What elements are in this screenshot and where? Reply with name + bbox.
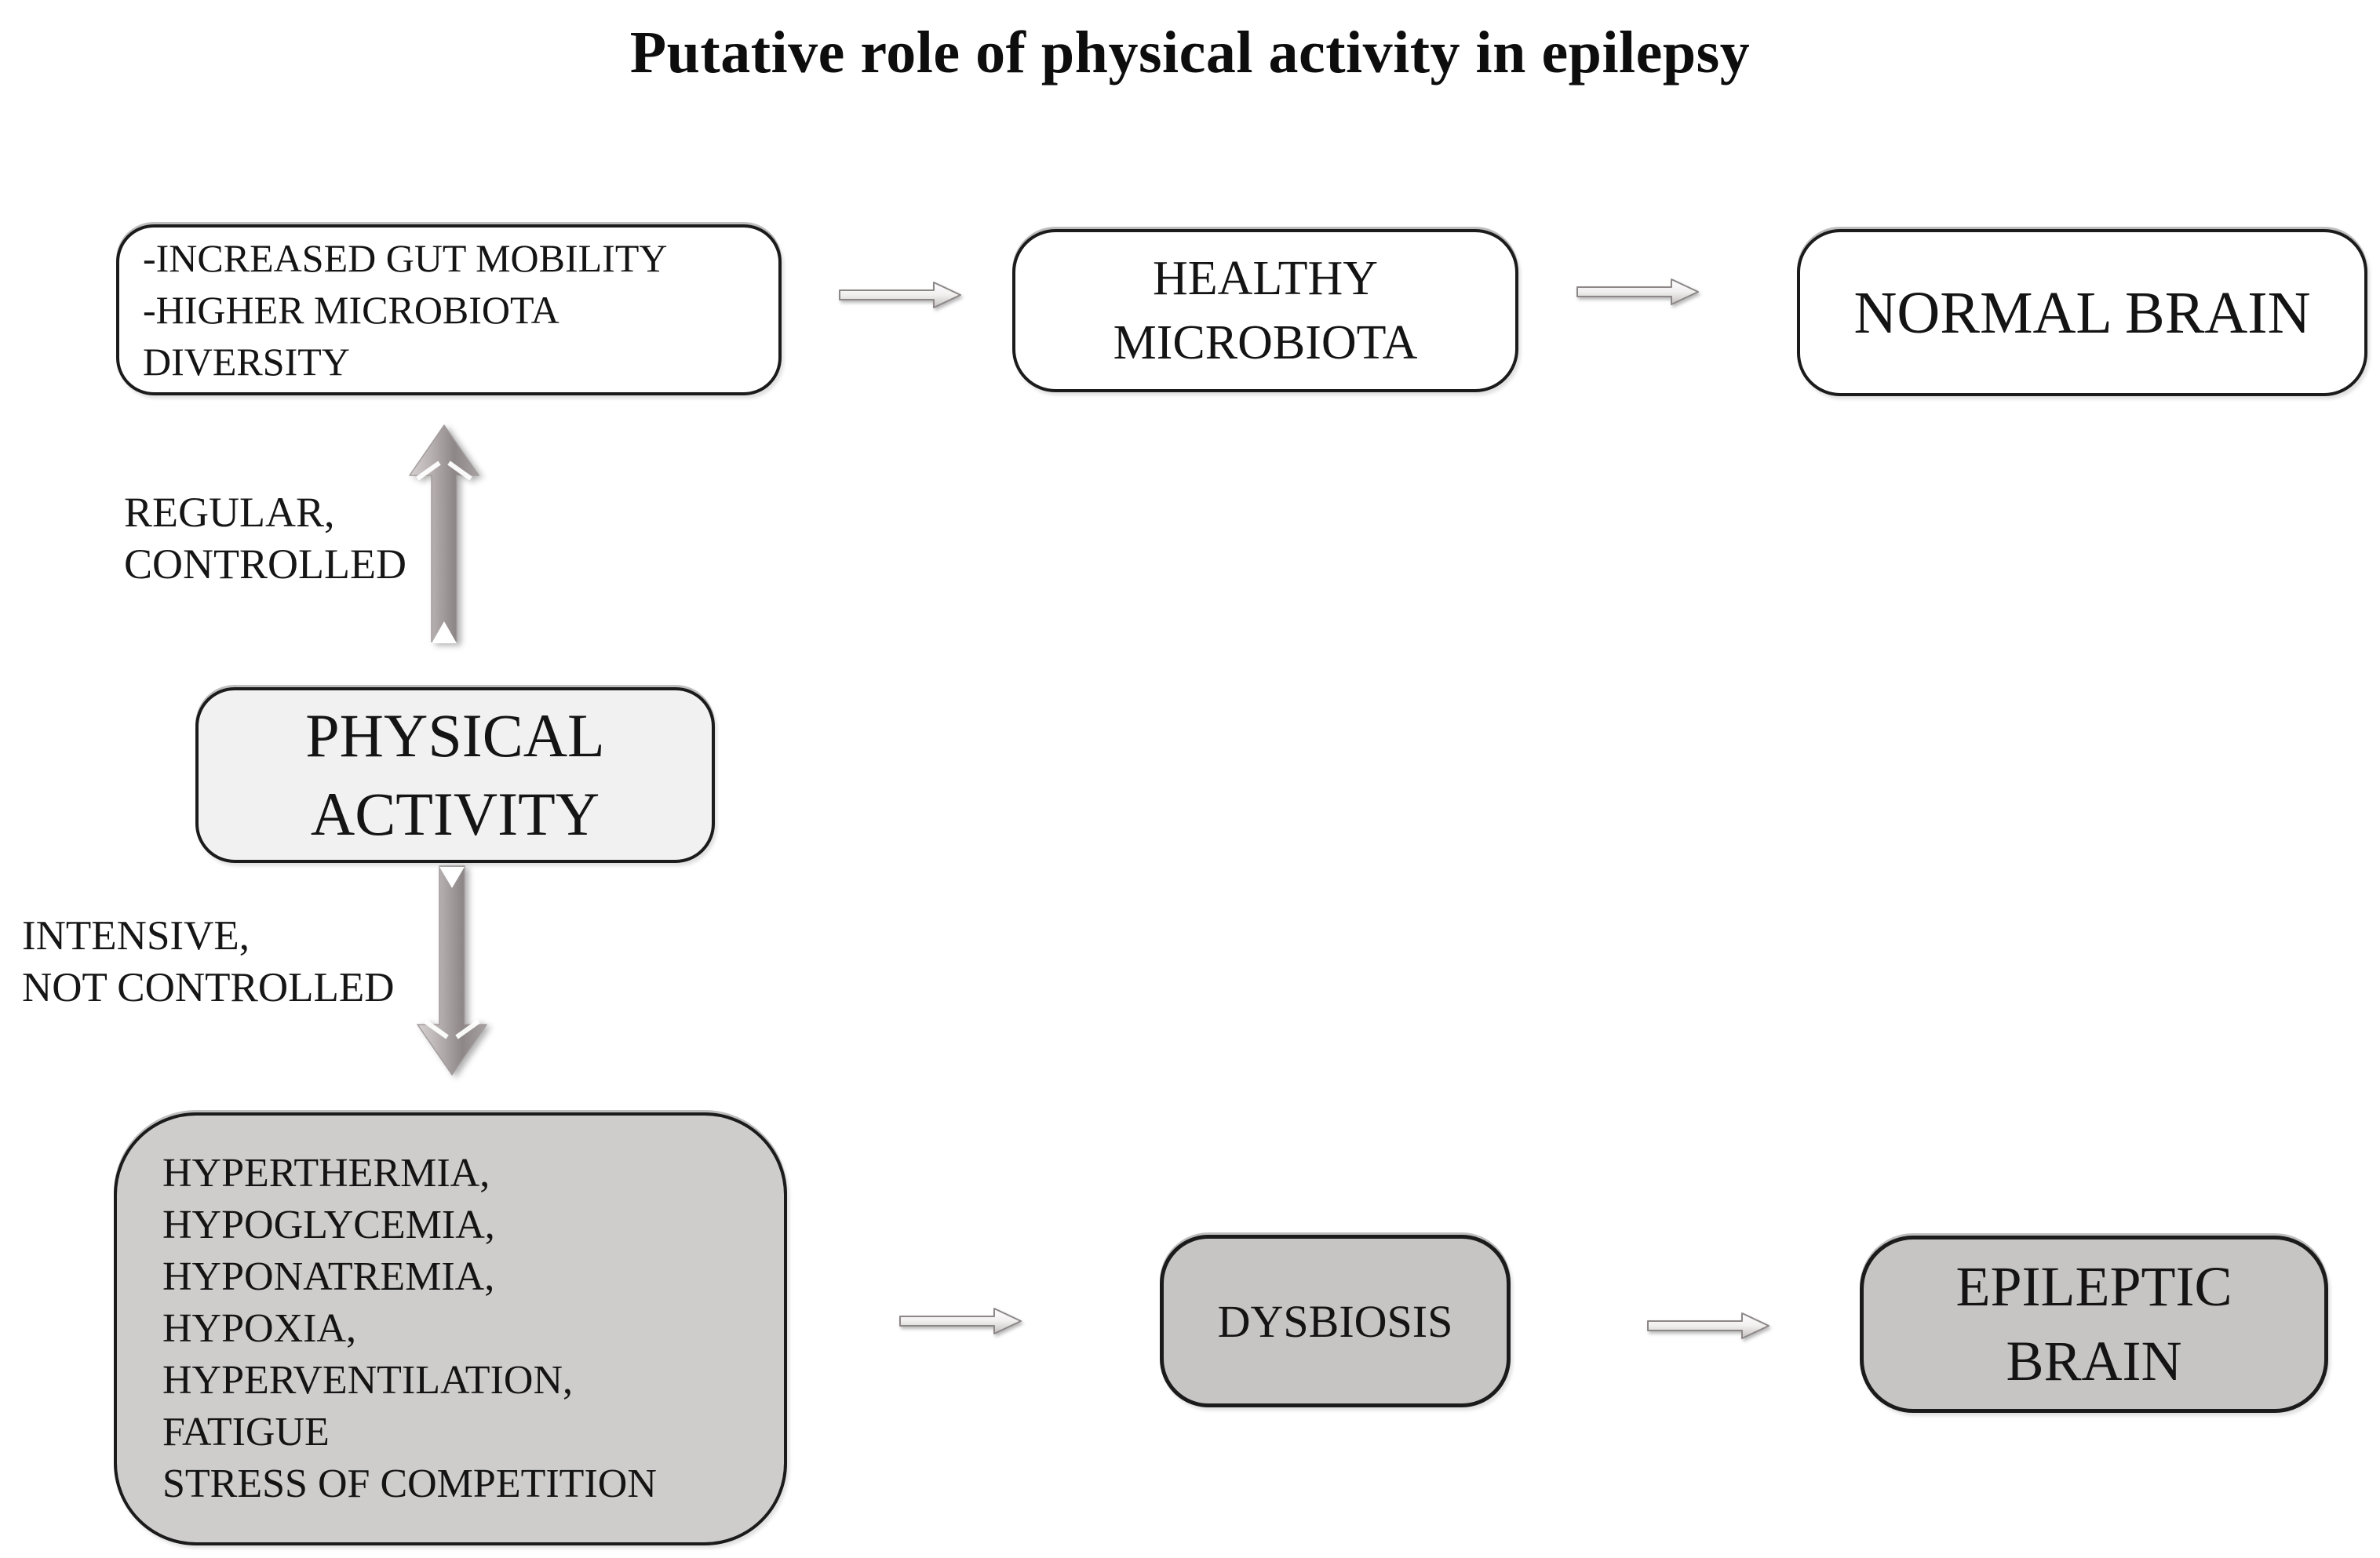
adverse-effects-line: HYPERTHERMIA, — [162, 1151, 490, 1196]
physical-activity-line: ACTIVITY — [310, 780, 600, 848]
gut-benefits-box: -INCREASED GUT MOBILITY -HIGHER MICROBIO… — [116, 224, 782, 395]
healthy-microbiota-box: HEALTHY MICROBIOTA — [1012, 229, 1518, 392]
adverse-effects-line: FATIGUE — [162, 1410, 330, 1454]
benefits-to-healthy-right-arrow — [839, 282, 961, 308]
dysbiosis-line: DYSBIOSIS — [1217, 1295, 1453, 1347]
physical-activity-box: PHYSICAL ACTIVITY — [195, 687, 715, 863]
adverse-effects-line: HYPOXIA, — [162, 1306, 356, 1351]
intensive-not-controlled-line: NOT CONTROLLED — [22, 965, 395, 1010]
epileptic-brain-box: EPILEPTIC BRAIN — [1860, 1236, 2328, 1413]
adverse-effects-line: HYPONATREMIA, — [162, 1254, 495, 1299]
regular-controlled-line: CONTROLLED — [124, 541, 406, 588]
regular-controlled-label: REGULAR, CONTROLLED — [124, 486, 406, 590]
adverse-effects-line: STRESS OF COMPETITION — [162, 1462, 657, 1506]
normal-brain-line: NORMAL BRAIN — [1853, 279, 2311, 346]
adverse-to-dysbiosis-right-arrow — [899, 1308, 1022, 1334]
regular-up-arrow — [409, 424, 479, 643]
healthy-microbiota-line: MICROBIOTA — [1113, 316, 1418, 369]
physical-activity-line: PHYSICAL — [305, 701, 605, 770]
adverse-effects-line: HYPERVENTILATION, — [162, 1358, 573, 1403]
intensive-not-controlled-label: INTENSIVE, NOT CONTROLLED — [22, 910, 395, 1014]
dysbiosis-box: DYSBIOSIS — [1160, 1235, 1511, 1407]
adverse-effects-box: HYPERTHERMIA, HYPOGLYCEMIA, HYPONATREMIA… — [114, 1112, 787, 1545]
normal-brain-box: NORMAL BRAIN — [1797, 229, 2367, 396]
gut-benefits-line: -INCREASED GUT MOBILITY — [143, 236, 668, 280]
healthy-to-normal-right-arrow — [1576, 278, 1699, 305]
gut-benefits-line: DIVERSITY — [143, 340, 350, 384]
regular-controlled-line: REGULAR, — [124, 489, 335, 536]
epileptic-brain-line: EPILEPTIC — [1955, 1255, 2232, 1318]
adverse-effects-line: HYPOGLYCEMIA, — [162, 1203, 495, 1247]
healthy-microbiota-line: HEALTHY — [1152, 252, 1379, 305]
epileptic-brain-line: BRAIN — [2006, 1330, 2182, 1392]
dysbiosis-to-epileptic-right-arrow — [1647, 1312, 1770, 1339]
intensive-not-controlled-line: INTENSIVE, — [22, 913, 250, 959]
intensive-down-arrow — [417, 865, 487, 1076]
page-title: Putative role of physical activity in ep… — [629, 20, 1751, 86]
gut-benefits-line: -HIGHER MICROBIOTA — [143, 288, 559, 332]
